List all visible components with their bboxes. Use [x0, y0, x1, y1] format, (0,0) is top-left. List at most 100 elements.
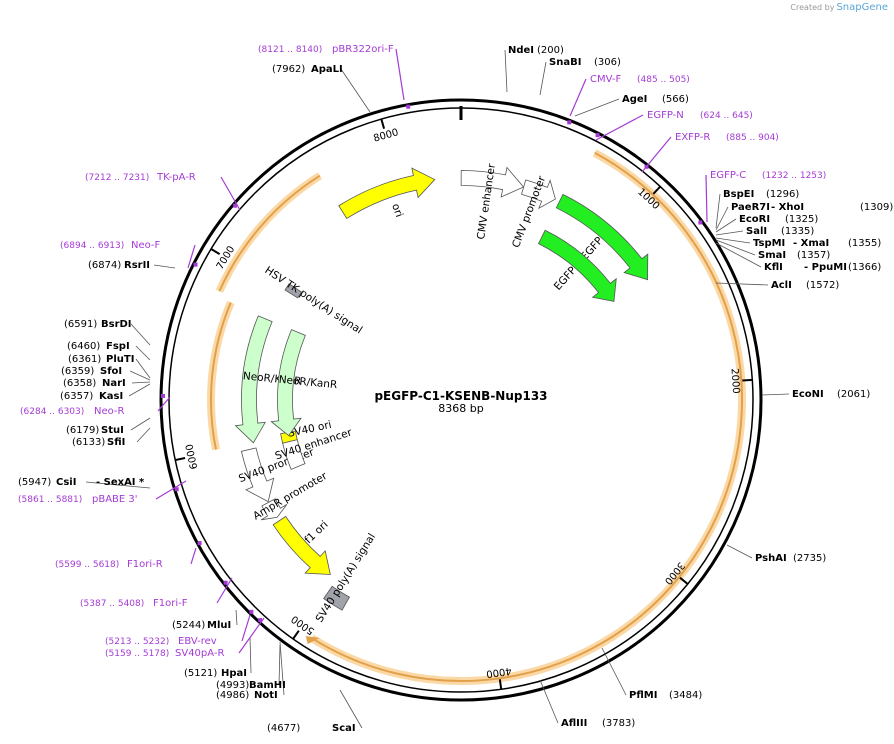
- site-leader: [715, 230, 744, 236]
- site-position: (1366): [848, 262, 881, 273]
- site-leader: [715, 239, 756, 256]
- site-name: ScaI: [332, 723, 356, 734]
- site-name: SalI: [746, 226, 767, 237]
- site-name-2: - XmaI: [793, 238, 829, 249]
- site-name: SfoI: [100, 366, 122, 377]
- site-leader: [715, 193, 721, 229]
- site-name: StuI: [101, 425, 124, 436]
- site-leader: [85, 481, 151, 489]
- site-leader: [715, 206, 729, 231]
- primer-neo-f: Neo-F (6894 .. 6913): [60, 240, 198, 269]
- feature-shape: [555, 193, 649, 281]
- site-position: (5947): [18, 477, 51, 488]
- site-leader: [135, 358, 151, 379]
- primer-name: CMV-F: [590, 74, 621, 85]
- site-position: (6133): [72, 437, 105, 448]
- feature-shape: [537, 229, 617, 302]
- site-leader: [574, 98, 620, 117]
- primer-name: Neo-F: [131, 240, 161, 251]
- primer-exfp-r: EXFP-R(885 .. 904): [641, 132, 779, 173]
- primer-range: (5861 .. 5881): [18, 495, 82, 505]
- site-bsrdi: BsrDI(6591): [64, 319, 151, 346]
- primer-range: (5387 .. 5408): [80, 599, 144, 609]
- site-position: (1325): [785, 214, 818, 225]
- site-leader: [279, 641, 285, 696]
- tick-label-5000: 5000: [290, 613, 317, 637]
- site-afliii: AflIII(3783): [539, 679, 635, 729]
- site-leader: [539, 61, 547, 96]
- primer-name: EBV-rev: [178, 636, 217, 647]
- feature-ori: ori: [338, 167, 436, 220]
- site-position: (1355): [848, 238, 881, 249]
- site-position: (7962): [272, 64, 305, 75]
- site-name: AgeI: [622, 94, 647, 105]
- site-leader: [249, 636, 252, 674]
- primer-marker: [258, 618, 263, 623]
- feature-shape: [280, 430, 298, 444]
- site-tspmi: TspMI - XmaI (1355): [715, 237, 881, 249]
- tick-label-2000: 2000: [728, 368, 741, 394]
- site-name: PluTI: [106, 354, 134, 365]
- primer-range: (624 .. 645): [700, 111, 753, 121]
- primer-leader: [187, 244, 196, 269]
- site-sali: SalI(1335): [715, 226, 814, 237]
- primer-leader: [395, 48, 405, 101]
- feature-label: f1 ori: [302, 519, 330, 547]
- tick-6000: [175, 457, 186, 462]
- primer-leader: [595, 114, 644, 141]
- site-leader: [136, 427, 151, 443]
- backbone-outer-ring: [159, 98, 763, 702]
- site-name: SmaI: [758, 250, 786, 261]
- site-fspi: FspI(6460): [67, 341, 151, 361]
- site-name: SnaBI: [549, 57, 581, 68]
- feature-shape: [272, 515, 331, 575]
- site-leader: [539, 679, 559, 724]
- site-leader: [339, 689, 363, 729]
- feature-shape: [234, 315, 273, 444]
- feature-label: HSV TK poly(A) signal: [262, 264, 364, 336]
- primer-leader: [220, 176, 241, 211]
- primer-egfp-n: EGFP-N (624 .. 645): [595, 110, 753, 141]
- tick-7000: [210, 248, 221, 255]
- site-name: BamHI: [249, 680, 286, 691]
- site-pflmi: PflMI(3484): [601, 647, 702, 701]
- primer-marker: [193, 262, 198, 267]
- site-acli: AclI(1572): [715, 280, 839, 291]
- site-leader: [601, 647, 627, 696]
- primer-leader: [155, 480, 187, 500]
- primer-leader: [238, 617, 265, 654]
- tick-3000: [679, 576, 689, 585]
- primer-name: Neo-R: [94, 406, 125, 417]
- site-leader: [153, 264, 176, 269]
- orf-arrowhead-nup133: [305, 636, 320, 645]
- site-leader: [130, 323, 151, 346]
- primer-range: (6894 .. 6913): [60, 241, 124, 251]
- site-name: RsrII: [124, 260, 150, 271]
- site-name: KflI: [764, 262, 783, 273]
- site-position: (6358): [63, 378, 96, 389]
- site-hpai: HpaI(5121): [184, 636, 252, 679]
- site-leader: [131, 381, 151, 384]
- primer-range: (7212 .. 7231): [85, 173, 149, 183]
- site-name: EcoRI: [739, 214, 770, 225]
- primer-name: F1ori-F: [153, 598, 188, 609]
- orf-arc-nup133-halo: [309, 240, 746, 685]
- orf-arc-neor-halo: [207, 300, 235, 451]
- tick-label-8000: 8000: [372, 127, 399, 145]
- primer-name: EGFP-N: [647, 110, 684, 121]
- primer-marker: [223, 580, 228, 585]
- primer-range: (6284 .. 6303): [20, 407, 84, 417]
- site-position: (566): [662, 94, 689, 105]
- site-name: AclI: [771, 280, 792, 291]
- site-leader: [726, 544, 753, 559]
- site-snabi: SnaBI(306): [539, 57, 621, 96]
- site-position: (1296): [766, 189, 799, 200]
- site-mlui: MluI(5244): [172, 609, 238, 631]
- feature-shape: [284, 283, 303, 299]
- site-position: (5121): [184, 668, 217, 679]
- site-name: TspMI: [753, 238, 785, 249]
- site-name: PshAI: [755, 553, 787, 564]
- orf-arc-nup133: [311, 242, 743, 682]
- site-name: KasI: [99, 391, 123, 402]
